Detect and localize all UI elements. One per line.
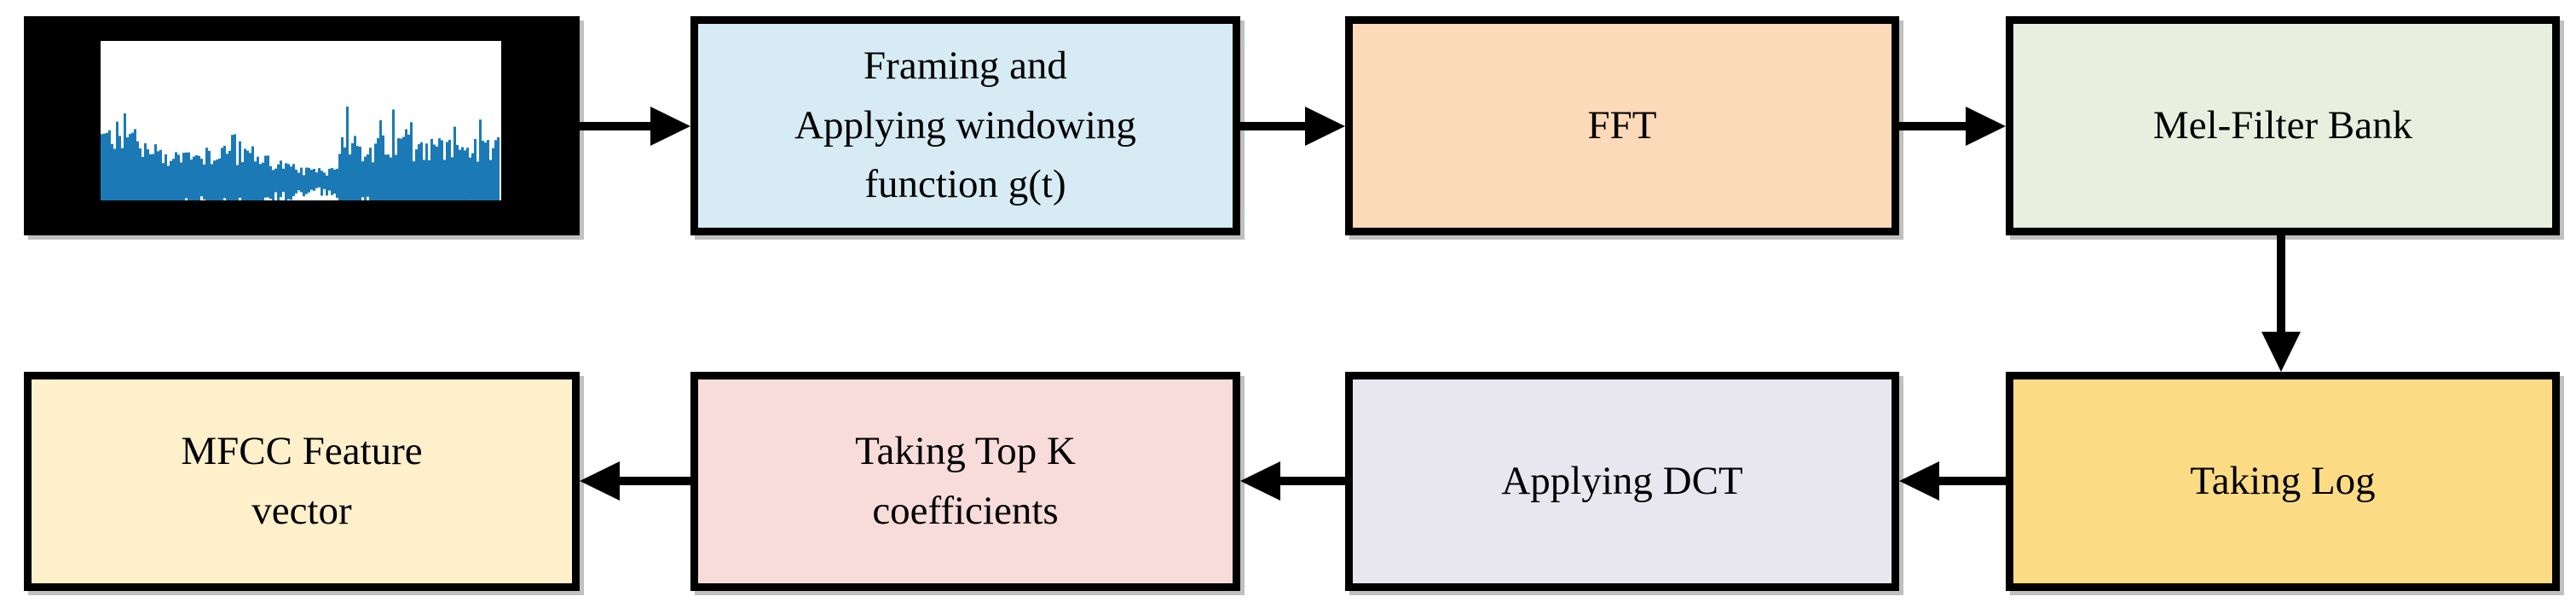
arrow-framing-to-fft-head-icon bbox=[1305, 107, 1345, 146]
arrow-mel-to-log-head-icon bbox=[2261, 332, 2301, 372]
arrow-framing-to-fft-shaft bbox=[1240, 122, 1308, 130]
audio-signal-node bbox=[24, 16, 580, 235]
arrow-log-to-dct-shaft bbox=[1938, 477, 2006, 485]
node-applying-dct: Applying DCT bbox=[1345, 372, 1899, 591]
node-fft: FFT bbox=[1345, 16, 1899, 235]
node-framing-windowing: Framing and Applying windowing function … bbox=[690, 16, 1240, 235]
arrow-audio-to-framing-head-icon bbox=[650, 107, 690, 146]
audio-waveform bbox=[101, 41, 501, 200]
arrow-audio-to-framing-shaft bbox=[580, 122, 653, 130]
node-mel-filter-bank: Mel-Filter Bank bbox=[2006, 16, 2560, 235]
arrow-dct-to-topk-shaft bbox=[1279, 477, 1345, 485]
arrow-topk-to-mfcc-head-icon bbox=[580, 461, 620, 501]
node-taking-log-label: Taking Log bbox=[2190, 458, 2376, 503]
node-applying-dct-label: Applying DCT bbox=[1501, 458, 1743, 503]
arrow-topk-to-mfcc-shaft bbox=[619, 477, 690, 485]
arrow-mel-to-log-shaft bbox=[2277, 235, 2285, 333]
node-fft-label: FFT bbox=[1587, 102, 1657, 148]
arrow-dct-to-topk-head-icon bbox=[1240, 461, 1280, 501]
arrow-log-to-dct-head-icon bbox=[1899, 461, 1939, 501]
arrow-fft-to-mel-head-icon bbox=[1966, 107, 2006, 146]
node-mfcc-feature-vector-label: MFCC Feature vector bbox=[181, 428, 423, 533]
node-taking-log: Taking Log bbox=[2006, 372, 2560, 591]
arrow-fft-to-mel-shaft bbox=[1899, 122, 1968, 130]
node-top-k-coefficients-label: Taking Top K coefficients bbox=[855, 428, 1076, 533]
node-top-k-coefficients: Taking Top K coefficients bbox=[690, 372, 1240, 591]
node-framing-windowing-label: Framing and Applying windowing function … bbox=[794, 43, 1136, 207]
node-mfcc-feature-vector: MFCC Feature vector bbox=[24, 372, 580, 591]
node-mel-filter-bank-label: Mel-Filter Bank bbox=[2152, 102, 2413, 148]
